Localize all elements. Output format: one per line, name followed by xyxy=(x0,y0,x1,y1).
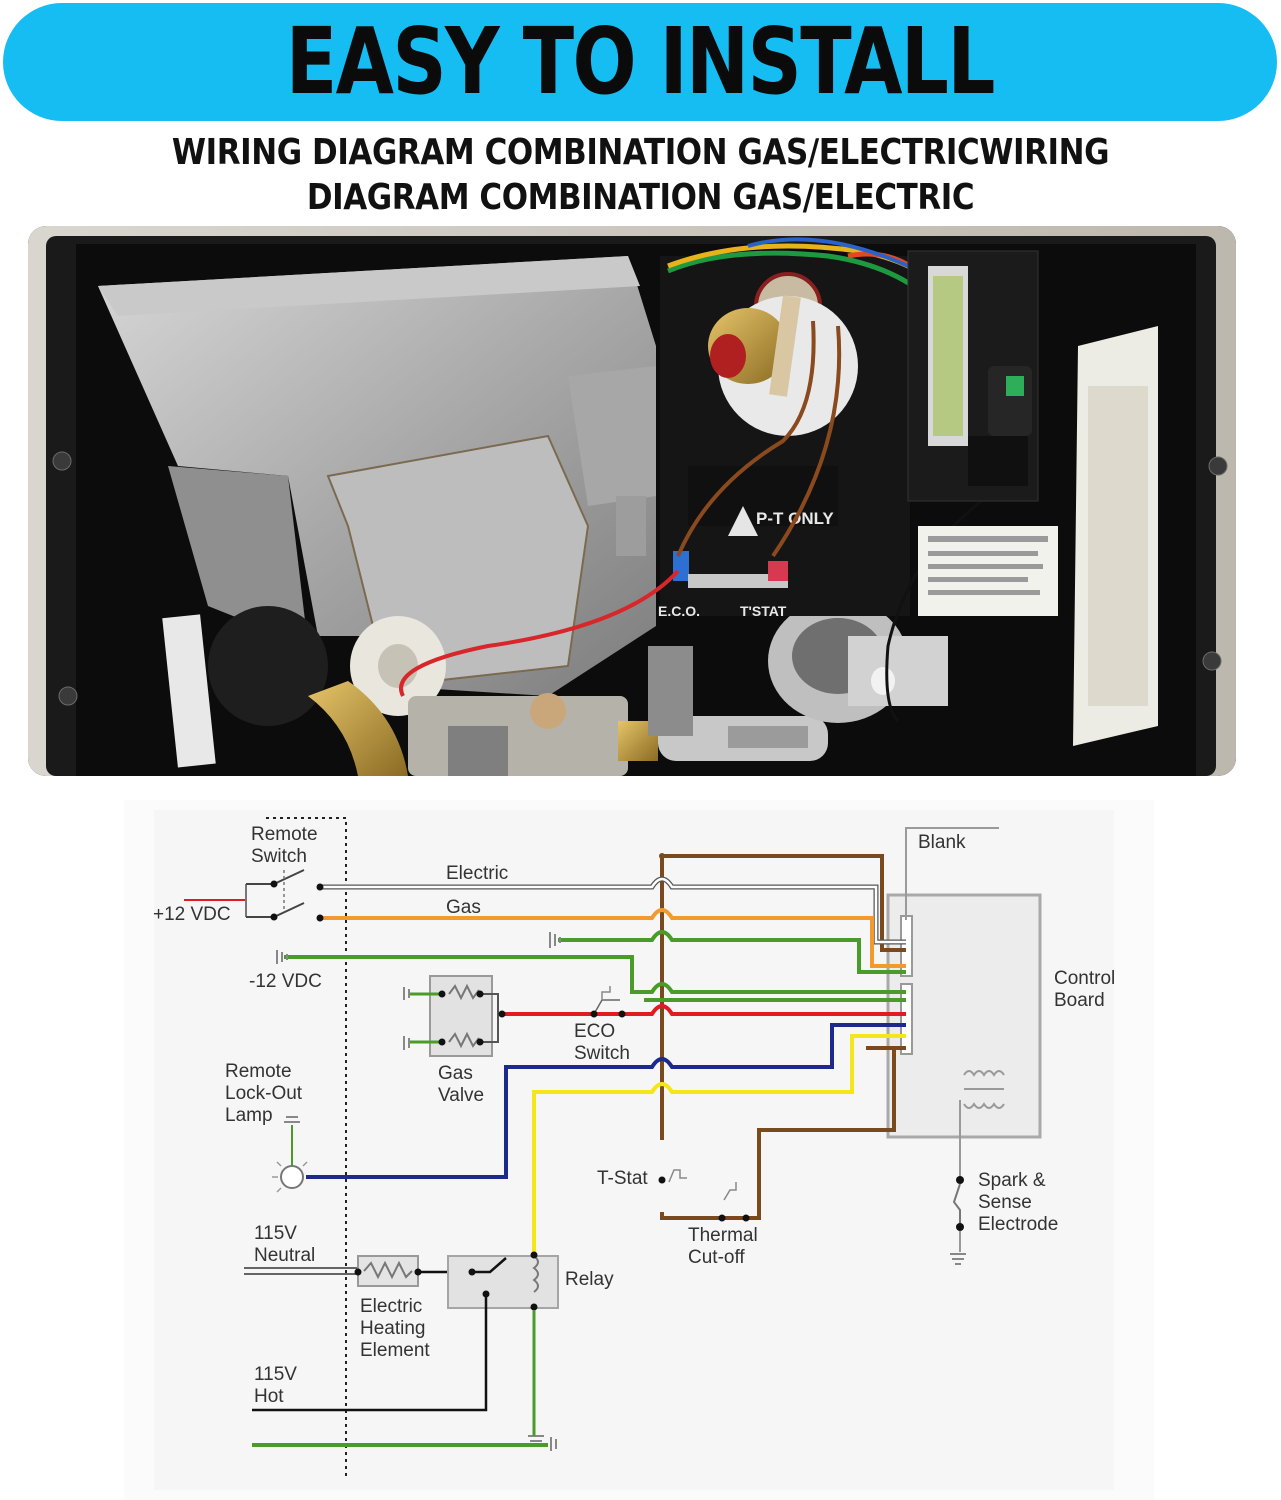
label-neutral-2: Neutral xyxy=(254,1245,315,1266)
water-heater-photo: P-T ONLY E.C.O. T'STAT xyxy=(28,226,1236,776)
subtitle: WIRING DIAGRAM COMBINATION GAS/ELECTRICW… xyxy=(0,130,1281,220)
label-gas-valve-1: Gas xyxy=(438,1063,473,1084)
subtitle-line-1: WIRING DIAGRAM COMBINATION GAS/ELECTRICW… xyxy=(171,132,1110,173)
label-thermal-1: Thermal xyxy=(688,1225,758,1246)
subtitle-line-2: DIAGRAM COMBINATION GAS/ELECTRIC xyxy=(306,177,975,218)
wiring-diagram-svg: Remote Switch +12 VDC Electric Gas -12 V… xyxy=(124,800,1154,1500)
relay xyxy=(447,1255,559,1309)
label-remote-switch-2: Switch xyxy=(251,846,307,867)
label-hot-1: 115V xyxy=(254,1364,297,1385)
lockout-lamp-icon xyxy=(280,1165,304,1189)
wiring-diagram: Remote Switch +12 VDC Electric Gas -12 V… xyxy=(124,800,1154,1500)
label-tstat: T-Stat xyxy=(597,1168,648,1189)
page-title: EASY TO INSTALL xyxy=(285,8,996,115)
label-heating-3: Element xyxy=(360,1340,430,1361)
label-hot-2: Hot xyxy=(254,1386,284,1407)
title-banner: EASY TO INSTALL xyxy=(3,3,1277,121)
label-minus12: -12 VDC xyxy=(249,971,322,992)
label-control-board-2: Board xyxy=(1054,990,1105,1011)
photo-label-eco: E.C.O. xyxy=(658,603,700,619)
label-gas: Gas xyxy=(446,897,481,918)
label-spark-1: Spark & xyxy=(978,1170,1046,1191)
label-lockout-2: Lock-Out xyxy=(225,1083,303,1104)
label-thermal-2: Cut-off xyxy=(688,1247,745,1268)
label-lockout-1: Remote xyxy=(225,1061,292,1082)
label-eco-2: Switch xyxy=(574,1043,630,1064)
photo-label-tstat: T'STAT xyxy=(740,603,787,619)
label-plus12: +12 VDC xyxy=(153,904,231,925)
label-lockout-3: Lamp xyxy=(225,1105,273,1126)
label-remote-switch-1: Remote xyxy=(251,824,318,845)
label-electric: Electric xyxy=(446,863,508,884)
label-heating-1: Electric xyxy=(360,1296,422,1317)
label-eco-1: ECO xyxy=(574,1021,615,1042)
water-heater-illustration: P-T ONLY E.C.O. T'STAT xyxy=(28,226,1236,776)
label-heating-2: Heating xyxy=(360,1318,426,1339)
control-board xyxy=(886,893,1042,1139)
label-blank: Blank xyxy=(918,832,966,853)
label-relay: Relay xyxy=(565,1269,614,1290)
label-neutral-1: 115V xyxy=(254,1223,297,1244)
label-control-board-1: Control xyxy=(1054,968,1115,989)
label-spark-3: Electrode xyxy=(978,1214,1058,1235)
label-gas-valve-2: Valve xyxy=(438,1085,484,1106)
label-spark-2: Sense xyxy=(978,1192,1032,1213)
